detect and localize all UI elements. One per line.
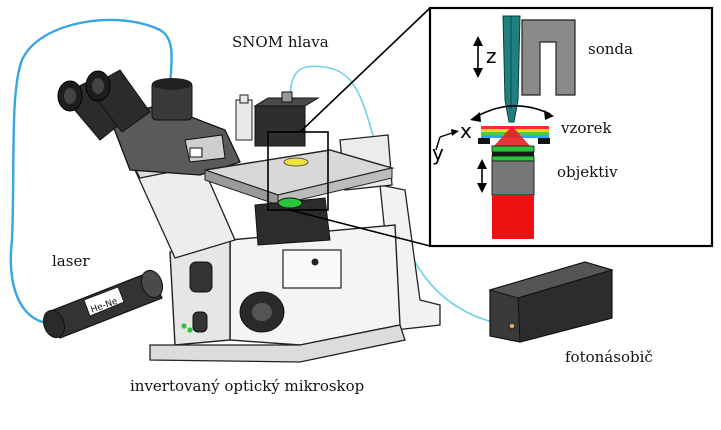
he-ne-laser: He-Ne xyxy=(42,269,164,339)
objective-lens xyxy=(491,145,535,196)
photomultiplier-input-port xyxy=(508,322,516,330)
eyepieces xyxy=(57,69,151,141)
photomultiplier xyxy=(488,261,614,343)
z-arrow xyxy=(473,36,483,78)
label-photomultiplier: fotonásobič xyxy=(565,348,653,366)
label-microscope: invertovaný optický mikroskop xyxy=(130,377,364,395)
label-sample: vzorek xyxy=(560,119,612,137)
detail-inset: z x y xyxy=(428,6,714,248)
label-snom-head: SNOM hlava xyxy=(232,33,329,51)
label-objective: objektiv xyxy=(557,163,618,181)
inverted-microscope xyxy=(57,69,441,363)
label-probe: sonda xyxy=(588,40,633,58)
focus-arrow xyxy=(477,159,487,193)
axis-label-y: y xyxy=(432,141,444,165)
zoom-line-top xyxy=(299,7,431,133)
axis-label-z: z xyxy=(486,44,497,68)
green-indicator-1 xyxy=(181,323,187,329)
probe-fiber xyxy=(502,15,521,123)
label-laser: laser xyxy=(52,252,90,270)
xy-axes xyxy=(435,129,459,151)
fiber-laser-to-eyepiece xyxy=(9,18,173,325)
tuning-fork-probe xyxy=(521,19,576,96)
detail-region-marker xyxy=(267,131,329,211)
x-scan-arrow xyxy=(470,105,554,122)
light-beam xyxy=(492,195,534,239)
illumination-cone xyxy=(494,126,530,146)
green-indicator-2 xyxy=(187,327,193,333)
axis-label-x: x xyxy=(460,119,472,143)
zoom-line-bottom xyxy=(289,209,431,247)
snom-head-block xyxy=(254,105,306,147)
